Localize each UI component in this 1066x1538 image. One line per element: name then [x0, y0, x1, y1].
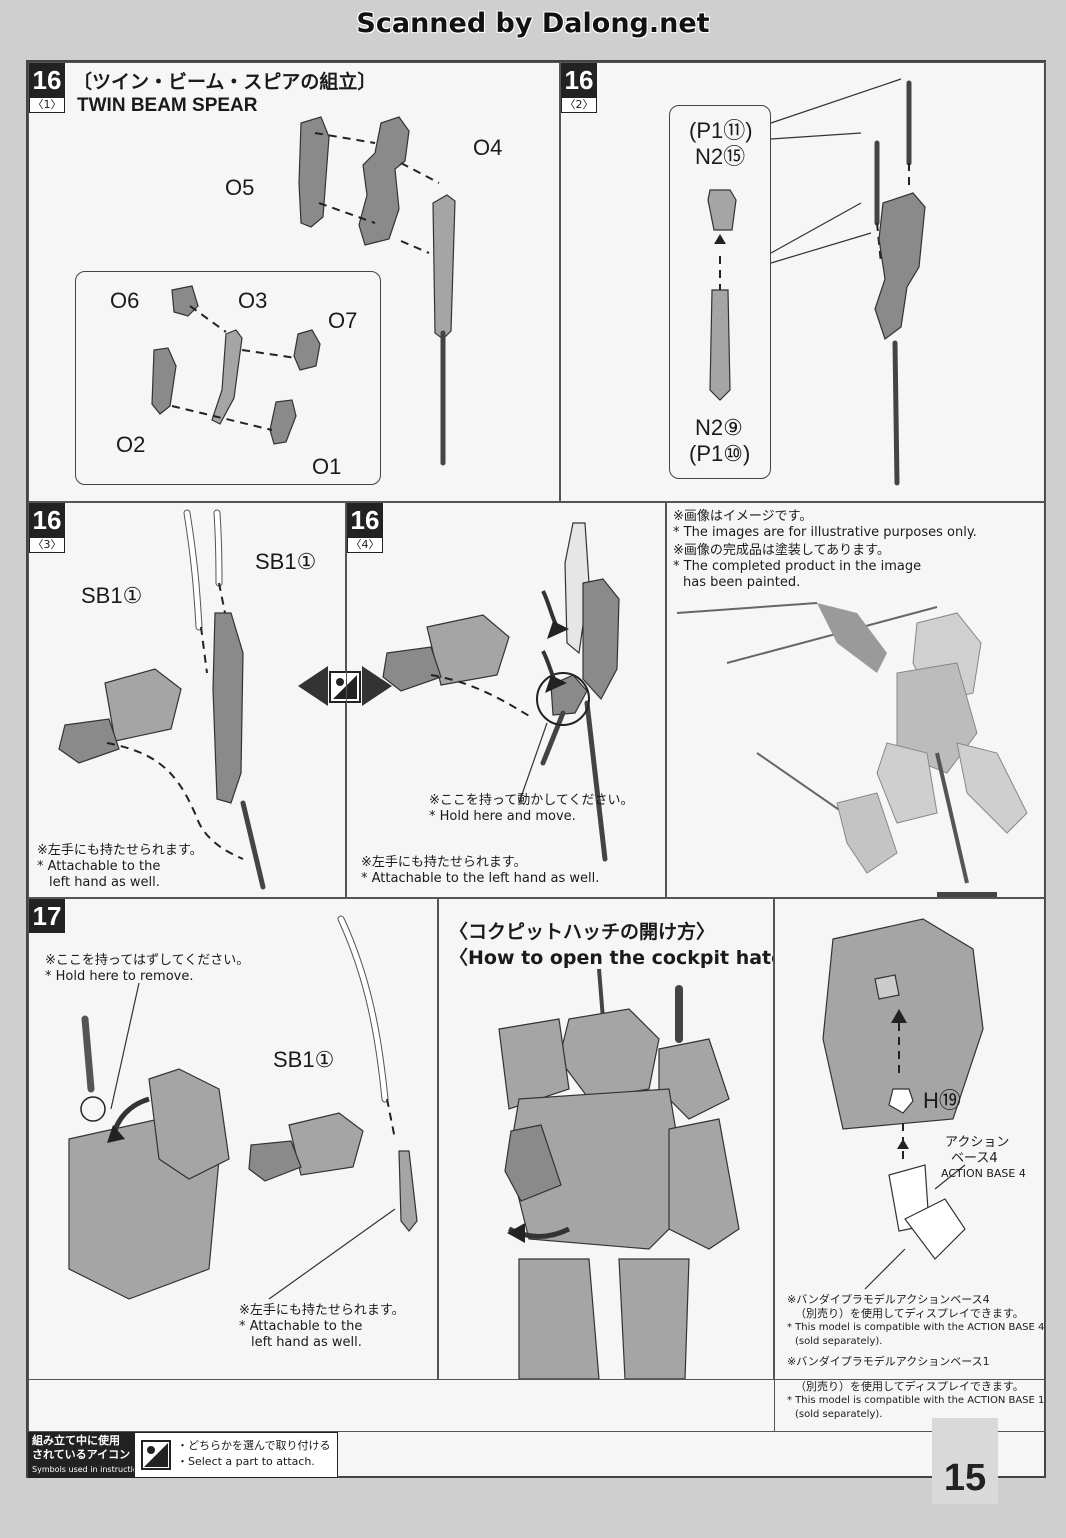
image-note-2-jp: ※画像の完成品は塗装してあります。 [673, 543, 890, 558]
legend-icon-en: ・Select a part to attach. [177, 1455, 315, 1468]
part-o5-shape [298, 116, 330, 228]
cockpit-hatch-panel: 〈コクピットハッチの開け方〉 〈How to open the cockpit … [438, 898, 774, 1380]
scan-credit: Scanned by Dalong.net [356, 8, 710, 39]
note-en-1: * Attachable to the [37, 859, 161, 874]
image-note-1-en: * The images are for illustrative purpos… [673, 525, 977, 540]
part-label-o6: O6 [110, 288, 140, 313]
part-label-sb1-right: SB1① [255, 549, 317, 574]
part-label-n2-9: N2⑨ [695, 415, 743, 440]
base1-note-jp-2: （別売り）を使用してディスプレイできます。 [795, 1380, 1024, 1393]
action-base-illustration [822, 918, 984, 1290]
remove-grip-illustration [68, 915, 418, 1300]
base4-note-jp-1: ※バンダイプラモデルアクションベース4 [787, 1293, 990, 1306]
part-o4-shape [432, 194, 456, 340]
grip-assembly-illustration [707, 189, 737, 401]
step-sub-number: 〈4〉 [347, 537, 383, 553]
image-note-2-en-2: has been painted. [683, 575, 801, 590]
hand-grip-illustration [58, 509, 266, 890]
spear-rotate-illustration [382, 522, 620, 862]
legend-icon-box: ・どちらかを選んで取り付ける ・Select a part to attach. [134, 1432, 338, 1478]
part-label-sb1: SB1① [273, 1047, 335, 1072]
step-number: 16 [29, 63, 65, 97]
cockpit-title-en: 〈How to open the cockpit hatch〉 [449, 947, 773, 969]
part-label-p1-11: (P1⑪) [689, 118, 753, 143]
note-jp: ※左手にも持たせられます。 [37, 843, 203, 858]
part-label-o1: O1 [312, 454, 342, 479]
legend-label-box: 組み立て中に使用 されているアイコン Symbols used in instr… [28, 1432, 147, 1478]
cockpit-title-jp: 〈コクピットハッチの開け方〉 [449, 921, 716, 943]
step-number: 16 [29, 503, 65, 537]
base4-note-en-1: * This model is compatible with the ACTI… [787, 1322, 1045, 1333]
step-16-1-panel: 16 〈1〉 〔ツイン・ビーム・スピアの組立〕 TWIN BEAM SPEAR … [28, 62, 560, 502]
part-label-sb1-left: SB1① [81, 583, 143, 608]
step-number: 16 [561, 63, 597, 97]
base1-note-jp-1: ※バンダイプラモデルアクションベース1 [787, 1355, 990, 1368]
part-label-n2-15: N2⑮ [695, 144, 746, 169]
legend-label-jp-1: 組み立て中に使用 [32, 1434, 120, 1447]
image-note-1-jp: ※画像はイメージです。 [673, 509, 813, 524]
completed-model-photo [676, 602, 1028, 897]
choose-one-icon [141, 1440, 171, 1470]
note-en: * Attachable to the left hand as well. [361, 871, 600, 886]
action-base-panel-lower: （別売り）を使用してディスプレイできます。 * This model is co… [774, 1380, 1046, 1432]
base-label-jp-1: アクション [945, 1135, 1010, 1150]
step-number: 17 [29, 899, 65, 933]
inset-callout: O6 O3 O7 O2 O1 [75, 271, 381, 485]
spear-assembly-illustration [298, 116, 456, 466]
part-label-o3: O3 [238, 288, 268, 313]
part-label-o7: O7 [328, 308, 358, 333]
note-en-2: left hand as well. [49, 875, 160, 890]
note-jp: ※左手にも持たせられます。 [361, 855, 527, 870]
base1-note-en-1: * This model is compatible with the ACTI… [787, 1395, 1045, 1406]
step-16-3-panel: 16 〈3〉 SB1① SB1① ※左手にも持たせられます。 * Attacha… [28, 502, 346, 898]
part-label-o5: O5 [225, 175, 255, 200]
inset-callout [669, 105, 771, 479]
step-16-4-panel: 16 〈4〉 ※ここを持って動かしてください。 * Hold here and … [346, 502, 666, 898]
hold-note-jp: ※ここを持って動かしてください。 [429, 793, 634, 808]
symbols-legend: 組み立て中に使用 されているアイコン Symbols used in instr… [28, 1432, 338, 1478]
base4-note-jp-2: （別売り）を使用してディスプレイできます。 [795, 1307, 1024, 1320]
image-note-2-en-1: * The completed product in the image [673, 559, 922, 574]
cockpit-hatch-illustration [498, 968, 740, 1379]
hold-note-jp: ※ここを持ってはずしてください。 [45, 953, 250, 968]
lower-filler-left [28, 1380, 774, 1432]
hold-note-en: * Hold here to remove. [45, 969, 194, 984]
action-base-panel: H⑲ アクション ベース4 ACTION BASE 4 ※バンダイプラモデルアク… [774, 898, 1046, 1380]
instruction-page: 16 〈1〉 〔ツイン・ビーム・スピアの組立〕 TWIN BEAM SPEAR … [26, 60, 1046, 1478]
step-number: 16 [347, 503, 383, 537]
part-label-o4: O4 [473, 135, 503, 160]
legend-icon-jp: ・どちらかを選んで取り付ける [177, 1439, 331, 1452]
legend-label-en: Symbols used in instructions [32, 1465, 147, 1474]
part-o6-shape [358, 116, 410, 246]
choose-one-icon-glyph [144, 1443, 168, 1467]
step-17-panel: 17 ※ここを持ってはずしてください。 * Hold here to remov… [28, 898, 438, 1380]
note-en-2: left hand as well. [251, 1335, 362, 1350]
base-label-jp-2: ベース4 [951, 1151, 998, 1166]
base4-note-en-2: (sold separately). [795, 1336, 883, 1347]
step-sub-number: 〈1〉 [29, 97, 65, 113]
step-16-2-panel: 16 〈2〉 (P1⑪) N2⑮ N2⑨ (P1⑩) [560, 62, 1046, 502]
base1-note-en-2: (sold separately). [795, 1409, 883, 1420]
note-en-1: * Attachable to the [239, 1319, 363, 1334]
finished-image-panel: ※画像はイメージです。 * The images are for illustr… [666, 502, 1046, 898]
part-label-p1-10: (P1⑩) [689, 441, 751, 466]
step-sub-number: 〈3〉 [29, 537, 65, 553]
spear-grip-illustration [770, 78, 926, 486]
step-sub-number: 〈2〉 [561, 97, 597, 113]
part-label-h19: H⑲ [923, 1088, 961, 1113]
base-label-en: ACTION BASE 4 [941, 1167, 1026, 1180]
part-label-o2: O2 [116, 432, 146, 457]
legend-label-jp-2: されているアイコン [32, 1448, 131, 1461]
page-number: 15 [932, 1418, 998, 1504]
hold-note-en: * Hold here and move. [429, 809, 576, 824]
inset-parts-illustration [151, 285, 321, 445]
step-title-jp: 〔ツイン・ビーム・スピアの組立〕 [73, 71, 377, 93]
note-jp: ※左手にも持たせられます。 [239, 1303, 405, 1318]
step-title-en: TWIN BEAM SPEAR [77, 95, 258, 116]
